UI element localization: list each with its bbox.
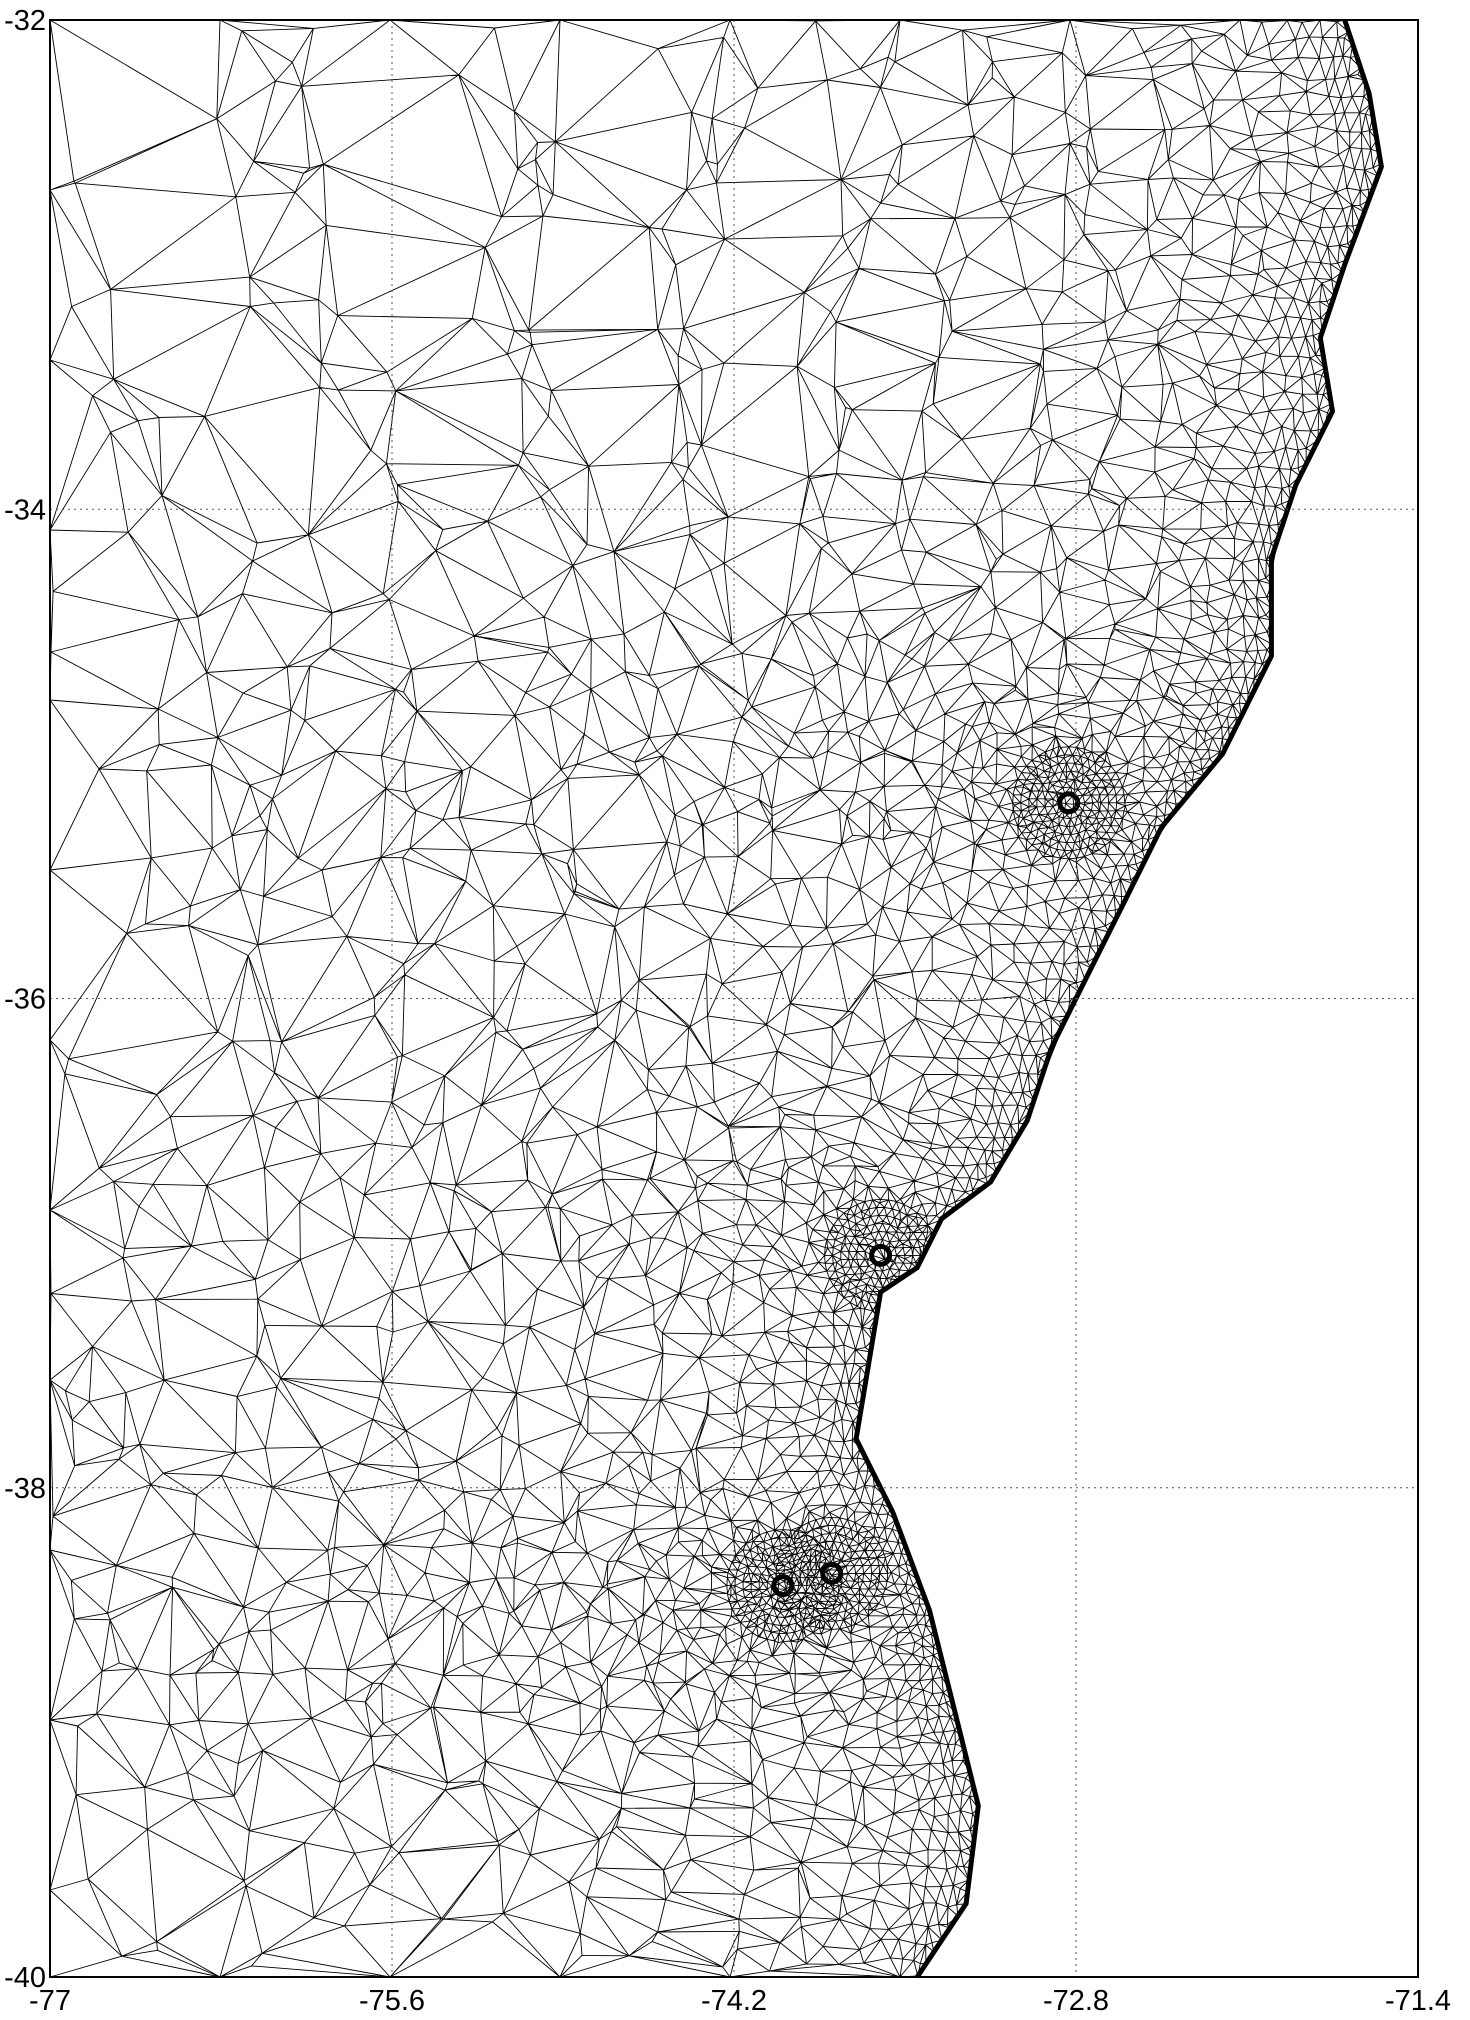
x-tick-label: -72.8 [1043,1985,1109,2017]
x-tick-label: -77 [29,1985,71,2017]
y-tick-label: -34 [4,494,46,526]
island-2 [869,1243,893,1267]
island-1 [1057,791,1081,815]
plot-frame [49,19,1419,1978]
x-tick-label: -75.6 [359,1985,425,2017]
y-tick-label: -32 [4,5,46,37]
coastline [853,19,1384,1979]
y-tick-label: -38 [4,1473,46,1505]
x-axis-ticks: -77 -75.6 -74.2 -72.8 -71.4 [29,1985,1451,2017]
triangular-mesh [49,19,1384,1979]
island-3 [771,1574,795,1598]
island-4 [820,1561,844,1585]
y-tick-label: -40 [4,1962,46,1994]
x-tick-label: -74.2 [701,1985,767,2017]
x-tick-label: -71.4 [1385,1985,1451,2017]
y-tick-label: -36 [4,984,46,1016]
y-axis-ticks: -32 -34 -36 -38 -40 [4,5,46,1994]
